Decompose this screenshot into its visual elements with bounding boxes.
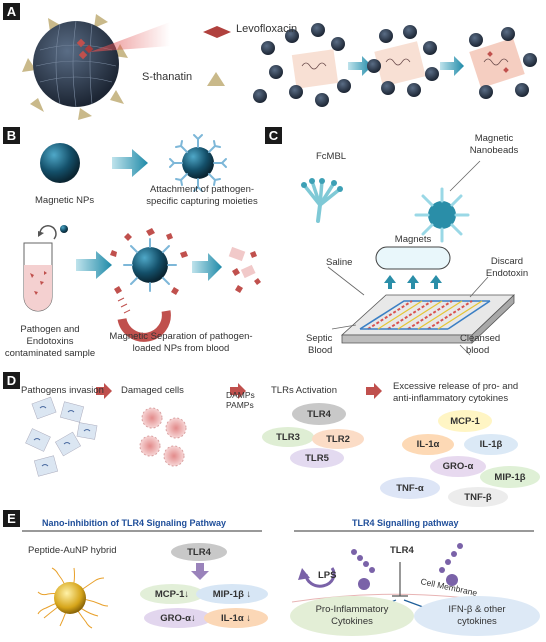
down-arrow-icon bbox=[191, 563, 209, 580]
lps-molecules-icon bbox=[351, 543, 463, 573]
panel-label-e: E bbox=[3, 510, 20, 527]
mip1b-oval: MIP-1β bbox=[480, 466, 540, 488]
pro-inflammatory-oval: Pro-Inflammatory Cytokines bbox=[290, 596, 414, 636]
ifn-beta-oval: IFN-β & other cytokines bbox=[414, 596, 540, 636]
separation-label-1: Magnetic Separation of pathogen- bbox=[109, 331, 253, 342]
tlr3-oval: TLR3 bbox=[262, 427, 314, 447]
release-label-2: anti-inflammatory cytokines bbox=[393, 393, 509, 404]
mcp1-oval: MCP-1 bbox=[438, 410, 492, 432]
mcp1-decrease-oval: MCP-1↓ bbox=[140, 584, 204, 604]
panel-d-graphic bbox=[25, 383, 382, 477]
septic-label-2: Blood bbox=[308, 345, 333, 356]
nanobeads-label-2: Nanobeads bbox=[469, 145, 519, 156]
separated-pathogens-icon bbox=[228, 246, 261, 293]
magnetic-nps-label: Magnetic NPs bbox=[35, 195, 95, 206]
damps-label: DAMPs bbox=[226, 390, 255, 400]
tlr5-oval: TLR5 bbox=[290, 448, 344, 468]
gold-nanoparticle-graphic bbox=[37, 567, 109, 629]
peptide-nanoparticle bbox=[22, 14, 170, 120]
panel-label-a: A bbox=[3, 3, 20, 20]
sample-label-2: Endotoxins bbox=[26, 336, 74, 347]
panel-e-right-title: TLR4 Signalling pathway bbox=[352, 518, 459, 528]
tlr4-pathway-label: TLR4 bbox=[390, 545, 414, 556]
tnf-alpha-oval: TNF-α bbox=[380, 477, 440, 499]
functionalized-np-icon bbox=[169, 134, 227, 192]
gro-alpha-decrease-oval: GRO-α↓ bbox=[144, 608, 212, 628]
separation-label-2: loaded NPs from blood bbox=[132, 343, 230, 354]
nanobeads-label-1: Magnetic bbox=[474, 133, 514, 144]
panel-label-b: B bbox=[3, 127, 20, 144]
discard-label-1: Discard bbox=[490, 256, 524, 267]
panel-label-d: D bbox=[3, 372, 20, 389]
saline-label: Saline bbox=[326, 257, 353, 268]
tlr2-oval: TLR2 bbox=[312, 429, 364, 449]
lps-label: LPS bbox=[318, 570, 337, 581]
il1a-oval: IL-1α bbox=[402, 434, 454, 455]
panel-label-c: C bbox=[265, 127, 282, 144]
cleansed-label-1: Cleansed bbox=[460, 333, 501, 344]
tlrs-activation-label: TLRs Activation bbox=[271, 385, 337, 396]
nanoparticle-cluster-1 bbox=[253, 23, 351, 107]
lps-curve-icon bbox=[304, 567, 336, 588]
magnets-box bbox=[375, 246, 451, 270]
s-thanatin-label: S-thanatin bbox=[142, 71, 193, 83]
tlr4-inhibition-oval: TLR4 bbox=[171, 543, 227, 561]
fcmbl-label: FcMBL bbox=[316, 151, 347, 162]
pro-inflammatory-label-1: Pro-Inflammatory bbox=[315, 604, 389, 615]
fcmbl-icon bbox=[301, 178, 343, 223]
sample-label-3: contaminated sample bbox=[4, 348, 96, 359]
right-title-rule bbox=[294, 530, 534, 532]
levofloxacin-label: Levofloxacin bbox=[236, 23, 298, 35]
attachment-label-2: specific capturing moieties bbox=[146, 196, 258, 207]
gro-alpha-oval: GRO-α bbox=[430, 456, 486, 477]
left-title-rule bbox=[22, 530, 262, 532]
il1a-decrease-oval: IL-1α ↓ bbox=[204, 608, 268, 628]
nanoparticle-cluster-2 bbox=[367, 25, 439, 97]
damaged-cells-label: Damaged cells bbox=[121, 385, 184, 396]
pro-inflammatory-label-2: Cytokines bbox=[331, 616, 373, 627]
pamps-label: PAMPs bbox=[226, 400, 254, 410]
ifn-label-1: IFN-β & other bbox=[448, 604, 506, 615]
mip1b-decrease-oval: MIP-1β ↓ bbox=[196, 584, 268, 604]
attachment-label-1: Attachment of pathogen- bbox=[149, 184, 255, 195]
panel-a-graphic bbox=[22, 14, 537, 120]
magnetic-nanobead-icon bbox=[414, 187, 470, 243]
septic-label-1: Septic bbox=[306, 333, 333, 344]
sample-label-1: Pathogen and bbox=[20, 324, 80, 335]
upward-arrows bbox=[384, 275, 442, 289]
magnetic-np-icon bbox=[40, 143, 80, 183]
tnf-beta-oval: TNF-β bbox=[448, 487, 508, 507]
pathogen-cells-icon bbox=[25, 396, 98, 477]
discard-label-2: Endotoxin bbox=[485, 268, 529, 279]
u-magnet-icon bbox=[117, 297, 171, 342]
sample-tube-icon bbox=[23, 225, 68, 312]
il1b-oval: IL-1β bbox=[464, 434, 518, 455]
ifn-label-2: cytokines bbox=[457, 616, 497, 627]
magnets-label: Magnets bbox=[394, 234, 432, 245]
nanoparticle-cluster-3 bbox=[469, 27, 537, 99]
panel-c-graphic bbox=[301, 160, 515, 356]
pathogens-invasion-label: Pathogens invasion bbox=[21, 385, 104, 396]
tlr4-oval: TLR4 bbox=[292, 403, 346, 425]
panel-b-graphic bbox=[23, 134, 261, 342]
damaged-cells-icon bbox=[139, 407, 187, 467]
s-thanatin-icon bbox=[207, 72, 225, 86]
captured-np-icon bbox=[110, 228, 188, 295]
hybrid-label: Peptide-AuNP hybrid bbox=[28, 545, 117, 556]
inhibition-bar-icon bbox=[392, 562, 408, 597]
levofloxacin-icon bbox=[203, 26, 231, 38]
cleansed-label-2: blood bbox=[466, 345, 490, 356]
panel-e-left-title: Nano-inhibition of TLR4 Signaling Pathwa… bbox=[42, 518, 226, 528]
microfluidic-device bbox=[340, 294, 515, 344]
release-label-1: Excessive release of pro- and bbox=[393, 381, 519, 392]
